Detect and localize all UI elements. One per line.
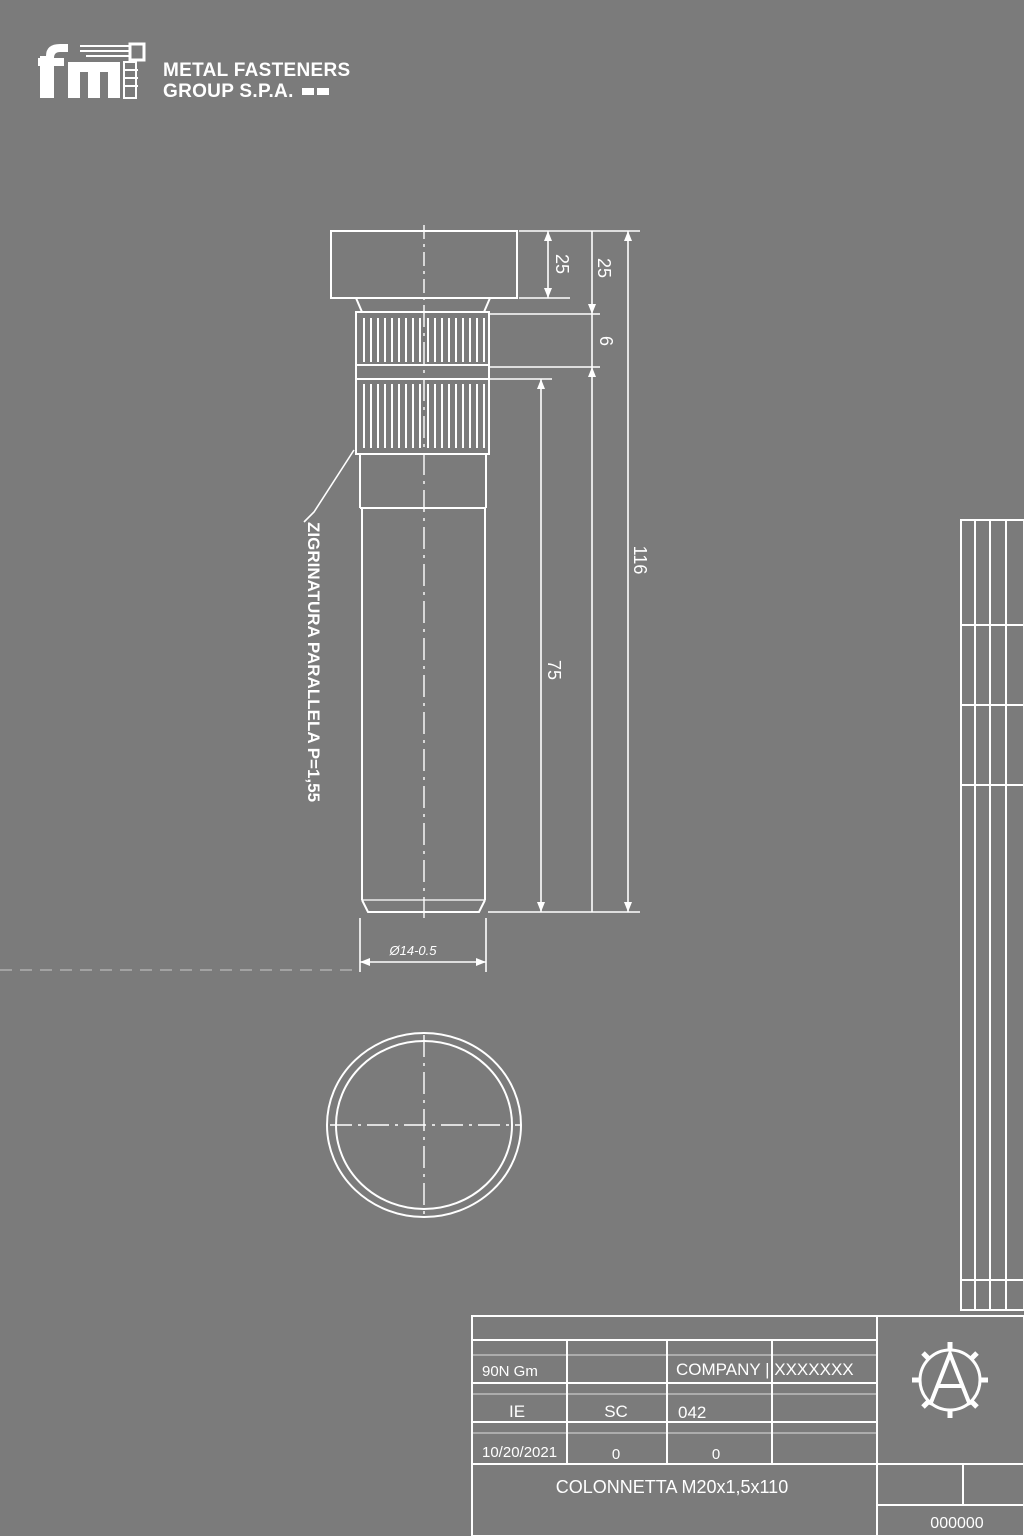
knurl-callout: ZIGRINATURA PARALLELA P=1,55	[304, 522, 323, 802]
gear-a-emblem-icon	[912, 1342, 988, 1418]
tb-ie: IE	[509, 1402, 525, 1421]
dim-head-total: 25	[594, 258, 614, 278]
tb-torque: 90N Gm	[482, 1363, 538, 1380]
tb-rev-a: 0	[612, 1446, 620, 1463]
tb-rev-b: 0	[712, 1446, 720, 1463]
dim-diameter: Ø14-0.5	[389, 943, 438, 958]
dim-total-length: 116	[630, 546, 650, 575]
flags-icon	[301, 88, 329, 95]
dim-knurl-height: 6	[596, 336, 616, 346]
tb-sc: SC	[604, 1402, 628, 1421]
tb-drawing-number: 000000	[930, 1515, 983, 1532]
title-block	[471, 1315, 1024, 1536]
dim-head-height: 25	[552, 254, 572, 274]
tb-date: 10/20/2021	[482, 1444, 557, 1461]
tb-part-title: COLONNETTA M20x1,5x110	[556, 1477, 788, 1497]
logo-fm-icon	[38, 42, 146, 99]
company-name-line2: GROUP S.P.A.	[163, 81, 294, 102]
dim-shank-length: 75	[544, 660, 564, 680]
knurled-section	[355, 311, 490, 455]
tb-company-code: COMPANY | XXXXXXX	[676, 1360, 854, 1379]
tb-code: 042	[678, 1403, 706, 1422]
end-view	[326, 1032, 522, 1218]
company-name: METAL FASTENERS GROUP S.P.A.	[163, 60, 350, 102]
revision-strip	[960, 519, 1024, 1311]
company-name-line1: METAL FASTENERS	[163, 60, 351, 81]
